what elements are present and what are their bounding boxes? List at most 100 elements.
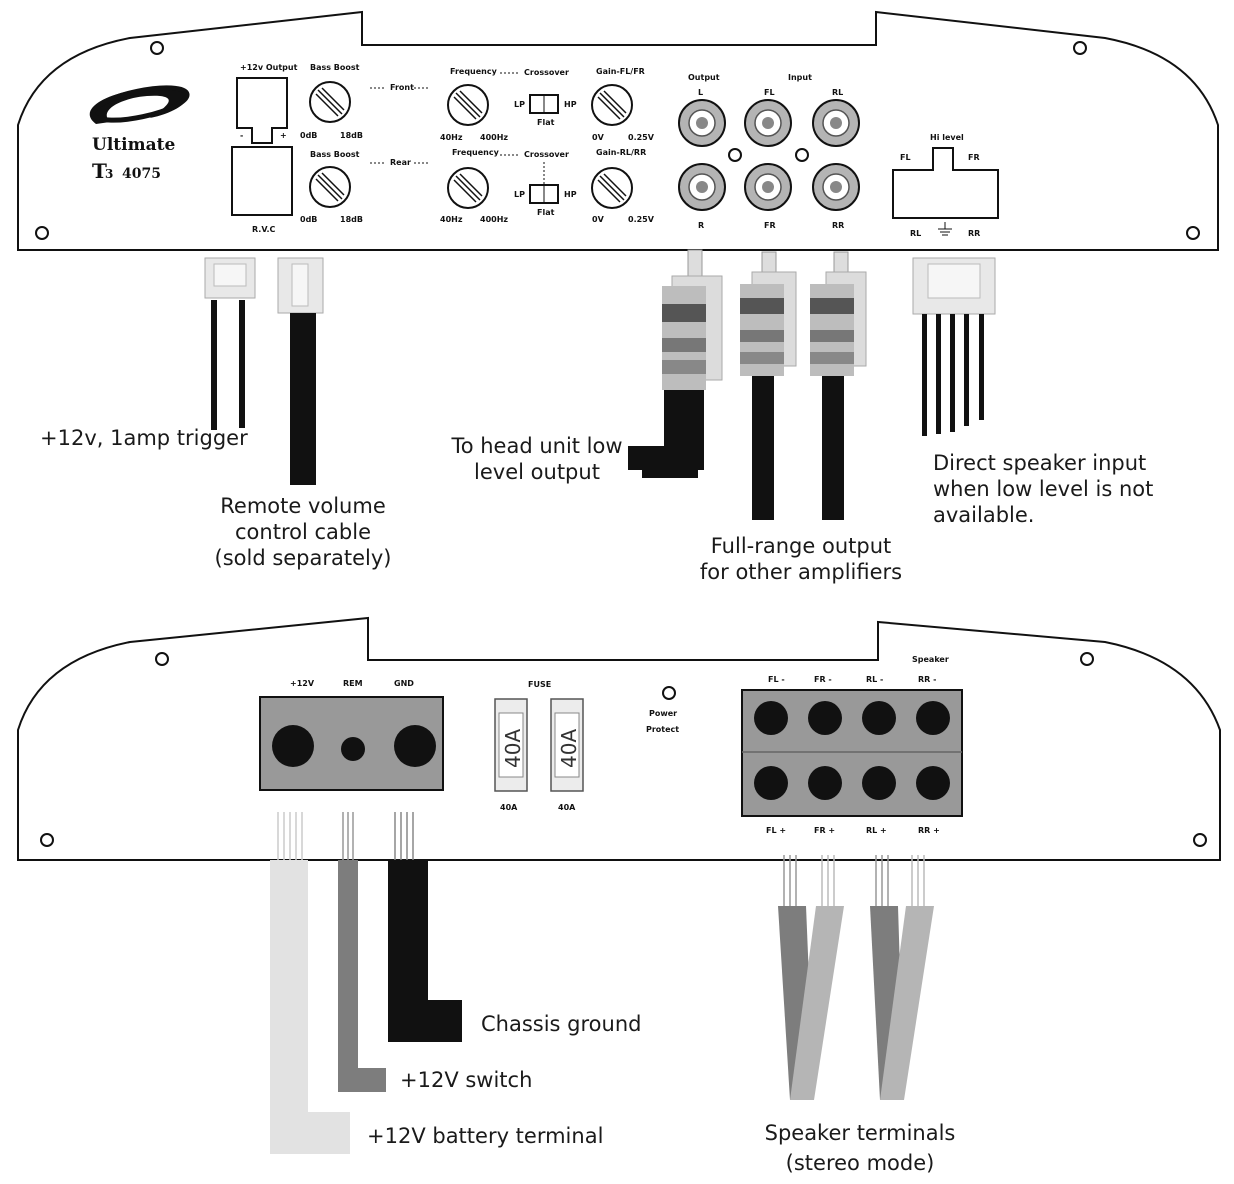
callout-rvc-line3: (sold separately) [215, 546, 392, 570]
label-0v-front: 0V [592, 133, 605, 142]
label-hp-front: HP [564, 100, 577, 109]
fuse-2: 40A [550, 698, 584, 792]
label-fr-minus: FR - [814, 675, 832, 684]
label-flat-front: Flat [537, 118, 555, 127]
label-fuse: FUSE [528, 680, 551, 689]
label-rca-fl: FL [764, 88, 775, 97]
wire-switch [338, 812, 386, 1092]
callout-head-unit-line1: To head unit low [450, 434, 622, 458]
label-rca-l: L [698, 88, 703, 97]
label-hp-rear: HP [564, 190, 577, 199]
screw-hole [1186, 226, 1200, 240]
label-plus: + [280, 131, 287, 140]
label-rca-rr: RR [832, 221, 844, 230]
rca-jack-input-rr [812, 163, 860, 211]
speaker-terminal-hole [808, 701, 842, 735]
label-hl-fl: FL [900, 153, 911, 162]
label-0v-rear: 0V [592, 215, 605, 224]
speaker-terminal-hole [916, 766, 950, 800]
callout-direct-line2: when low level is not [933, 477, 1153, 501]
callout-head-unit-line2: level output [474, 460, 600, 484]
callout-direct-line3: available. [933, 503, 1034, 527]
label-frequency-front: Frequency [450, 67, 498, 76]
label-0db-front: 0dB [300, 131, 317, 140]
power-protect-led [662, 686, 676, 700]
fuse-1: 40A [494, 698, 528, 792]
label-front: Front [390, 83, 414, 92]
callout-speaker-line2: (stereo mode) [786, 1151, 935, 1175]
screw-hole [1073, 41, 1087, 55]
model-prefix: T [92, 159, 107, 183]
wire-ground [388, 812, 462, 1042]
label-lp-rear: LP [514, 190, 525, 199]
output-12v-connector [236, 77, 288, 144]
speaker-terminal-hole [916, 701, 950, 735]
label-rca-fr: FR [764, 221, 776, 230]
frequency-rear-knob [447, 167, 489, 209]
label-crossover-front: Crossover [524, 68, 569, 77]
label-rr-minus: RR - [918, 675, 936, 684]
label-rear: Rear [390, 158, 411, 167]
label-fl-plus: FL + [766, 826, 786, 835]
label-gnd-terminal: GND [394, 679, 414, 688]
label-rca-rl: RL [832, 88, 843, 97]
rvc-cable [277, 257, 324, 485]
rca-cable-full-range-1 [740, 251, 797, 520]
bottom-amplifier-panel: +12V REM GND FUSE 40A 40A 40A 40A Power … [17, 616, 1221, 861]
label-hl-rr: RR [968, 229, 980, 238]
terminal-gnd-hole [394, 725, 436, 767]
screw-hole [35, 226, 49, 240]
callout-12v-switch: +12V switch [400, 1068, 532, 1092]
label-hl-rl: RL [910, 229, 921, 238]
hi-level-cable [912, 257, 996, 436]
callout-full-range-line2: for other amplifiers [700, 560, 902, 584]
label-bass-boost-front: Bass Boost [310, 63, 360, 72]
wire-battery [270, 812, 350, 1154]
fuse-1-rating: 40A [501, 729, 525, 768]
label-frequency-rear: Frequency [452, 148, 500, 157]
label-crossover-rear: Crossover [524, 150, 569, 159]
terminal-rem-hole [341, 737, 365, 761]
callout-rvc-line1: Remote volume [220, 494, 386, 518]
callout-full-range-line1: Full-range output [711, 534, 892, 558]
ground-icon [938, 222, 952, 236]
rca-indicator-hole [795, 148, 809, 162]
callout-12v-battery: +12V battery terminal [367, 1124, 603, 1148]
label-minus: - [240, 131, 243, 140]
label-12v-terminal: +12V [290, 679, 315, 688]
label-protect: Protect [646, 725, 679, 734]
label-0db-rear: 0dB [300, 215, 317, 224]
label-fl-minus: FL - [768, 675, 785, 684]
gain-rear-knob [591, 167, 633, 209]
callout-trigger: +12v, 1amp trigger [40, 426, 248, 450]
bottom-panel-outline [17, 616, 1221, 861]
screw-hole [40, 833, 54, 847]
screw-hole [150, 41, 164, 55]
rca-cable-full-range-2 [810, 251, 867, 520]
gain-front-knob [591, 84, 633, 126]
hi-level-connector [892, 147, 999, 219]
callout-speaker-line1: Speaker terminals [765, 1121, 956, 1145]
label-rvc: R.V.C [252, 225, 276, 234]
label-rl-plus: RL + [866, 826, 887, 835]
label-input-rca: Input [788, 73, 812, 82]
terminal-12v-hole [272, 725, 314, 767]
screw-hole [155, 652, 169, 666]
trigger-cable [204, 257, 256, 430]
rvc-connector [231, 146, 293, 216]
speaker-terminal-hole [754, 701, 788, 735]
label-bass-boost-rear: Bass Boost [310, 150, 360, 159]
label-fr-plus: FR + [814, 826, 835, 835]
top-panel-outline [17, 10, 1219, 251]
brand-name: Ultimate [92, 135, 175, 155]
rca-jack-output-l [678, 99, 726, 147]
fuse-2-rating: 40A [557, 729, 581, 768]
rca-indicator-hole [728, 148, 742, 162]
screw-hole [1080, 652, 1094, 666]
fuse-1-caption: 40A [500, 803, 518, 812]
model-sub: 3 [105, 167, 113, 181]
label-18db-rear: 18dB [340, 215, 363, 224]
rca-jack-input-fl [744, 99, 792, 147]
label-flat-rear: Flat [537, 208, 555, 217]
